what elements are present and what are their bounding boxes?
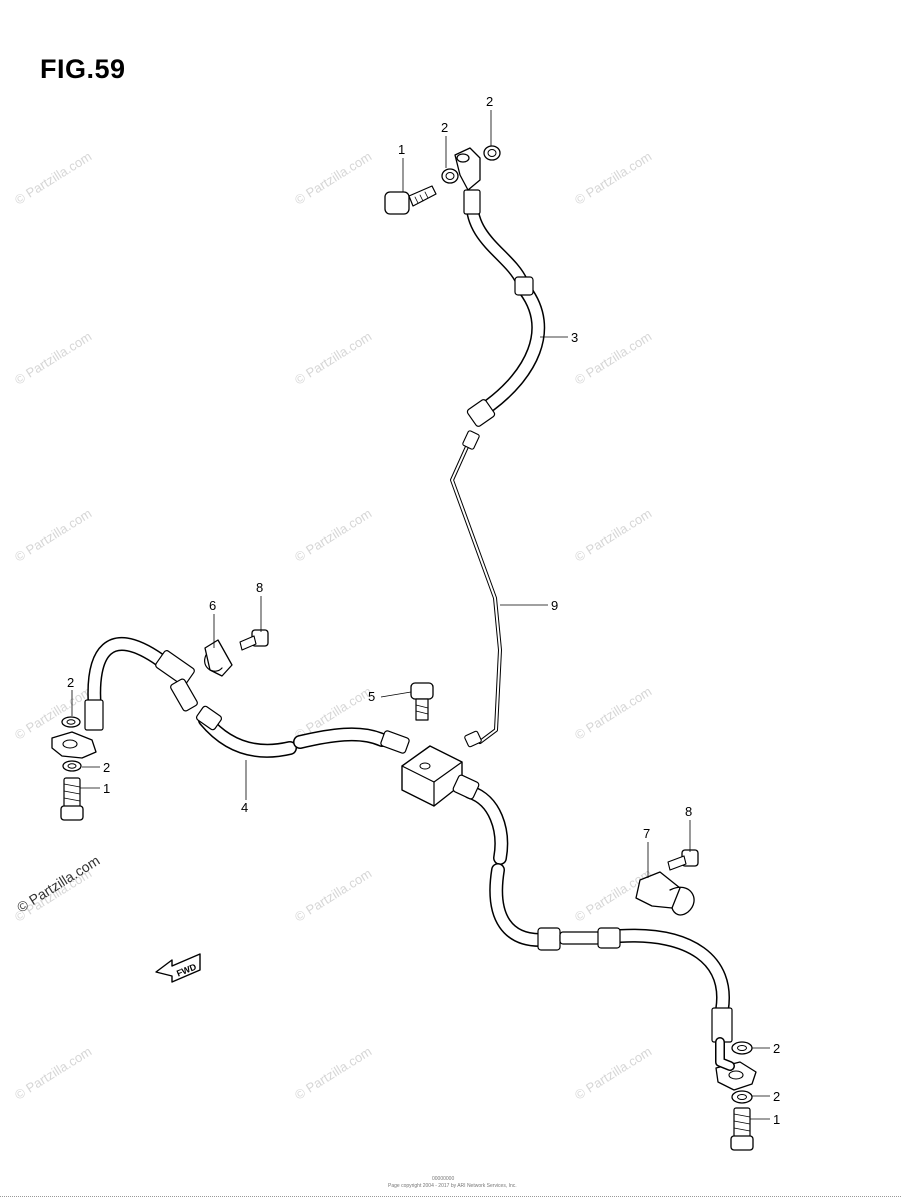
brake-hose-joint[interactable]	[401, 745, 463, 807]
union-bolt-right[interactable]	[730, 1107, 754, 1151]
callout-clamp-bolt-right: 8	[685, 804, 692, 819]
callout-washer-top-a: 2	[441, 120, 448, 135]
hose-clamp-right[interactable]	[635, 871, 695, 916]
callout-washer-top-b: 2	[486, 94, 493, 109]
upper-brake-hose[interactable]	[463, 189, 546, 428]
callout-brake-pipe: 9	[551, 598, 558, 613]
right-brake-hose[interactable]	[452, 774, 733, 1043]
callout-washer-right-a: 2	[773, 1041, 780, 1056]
callout-union-bolt-right: 1	[773, 1112, 780, 1127]
left-banjo-fitting[interactable]	[51, 731, 97, 759]
bottom-border	[0, 1196, 901, 1197]
upper-banjo-fitting[interactable]	[454, 147, 481, 191]
callout-washer-right-b: 2	[773, 1089, 780, 1104]
callout-clamp-bolt-left: 8	[256, 580, 263, 595]
footer-id: 00000000	[432, 1176, 455, 1182]
callout-clamp-left: 6	[209, 598, 216, 613]
callout-upper-hose: 3	[571, 330, 578, 345]
callout-washer-left-b: 2	[103, 760, 110, 775]
callout-left-hose: 4	[241, 800, 248, 815]
union-bolt-left[interactable]	[60, 777, 84, 821]
figure-title: FIG.59	[40, 54, 126, 84]
union-bolt-top[interactable]	[384, 185, 437, 215]
left-brake-hose[interactable]	[84, 637, 410, 758]
clamp-bolt-right[interactable]	[667, 849, 699, 871]
right-banjo-fitting[interactable]	[715, 1037, 757, 1091]
joint-bolt[interactable]	[410, 682, 434, 721]
callout-union-bolt-left: 1	[103, 781, 110, 796]
callout-washer-left-a: 2	[67, 675, 74, 690]
clamp-bolt-left[interactable]	[239, 629, 269, 651]
hose-clamp-left[interactable]	[204, 639, 233, 677]
callout-union-bolt-top: 1	[398, 142, 405, 157]
forward-arrow	[155, 953, 201, 983]
callout-clamp-right: 7	[643, 826, 650, 841]
callout-joint-bolt: 5	[368, 689, 375, 704]
brake-pipe[interactable]	[450, 430, 502, 748]
footer-copyright: Page copyright 2004 - 2017 by ARI Networ…	[388, 1183, 517, 1189]
